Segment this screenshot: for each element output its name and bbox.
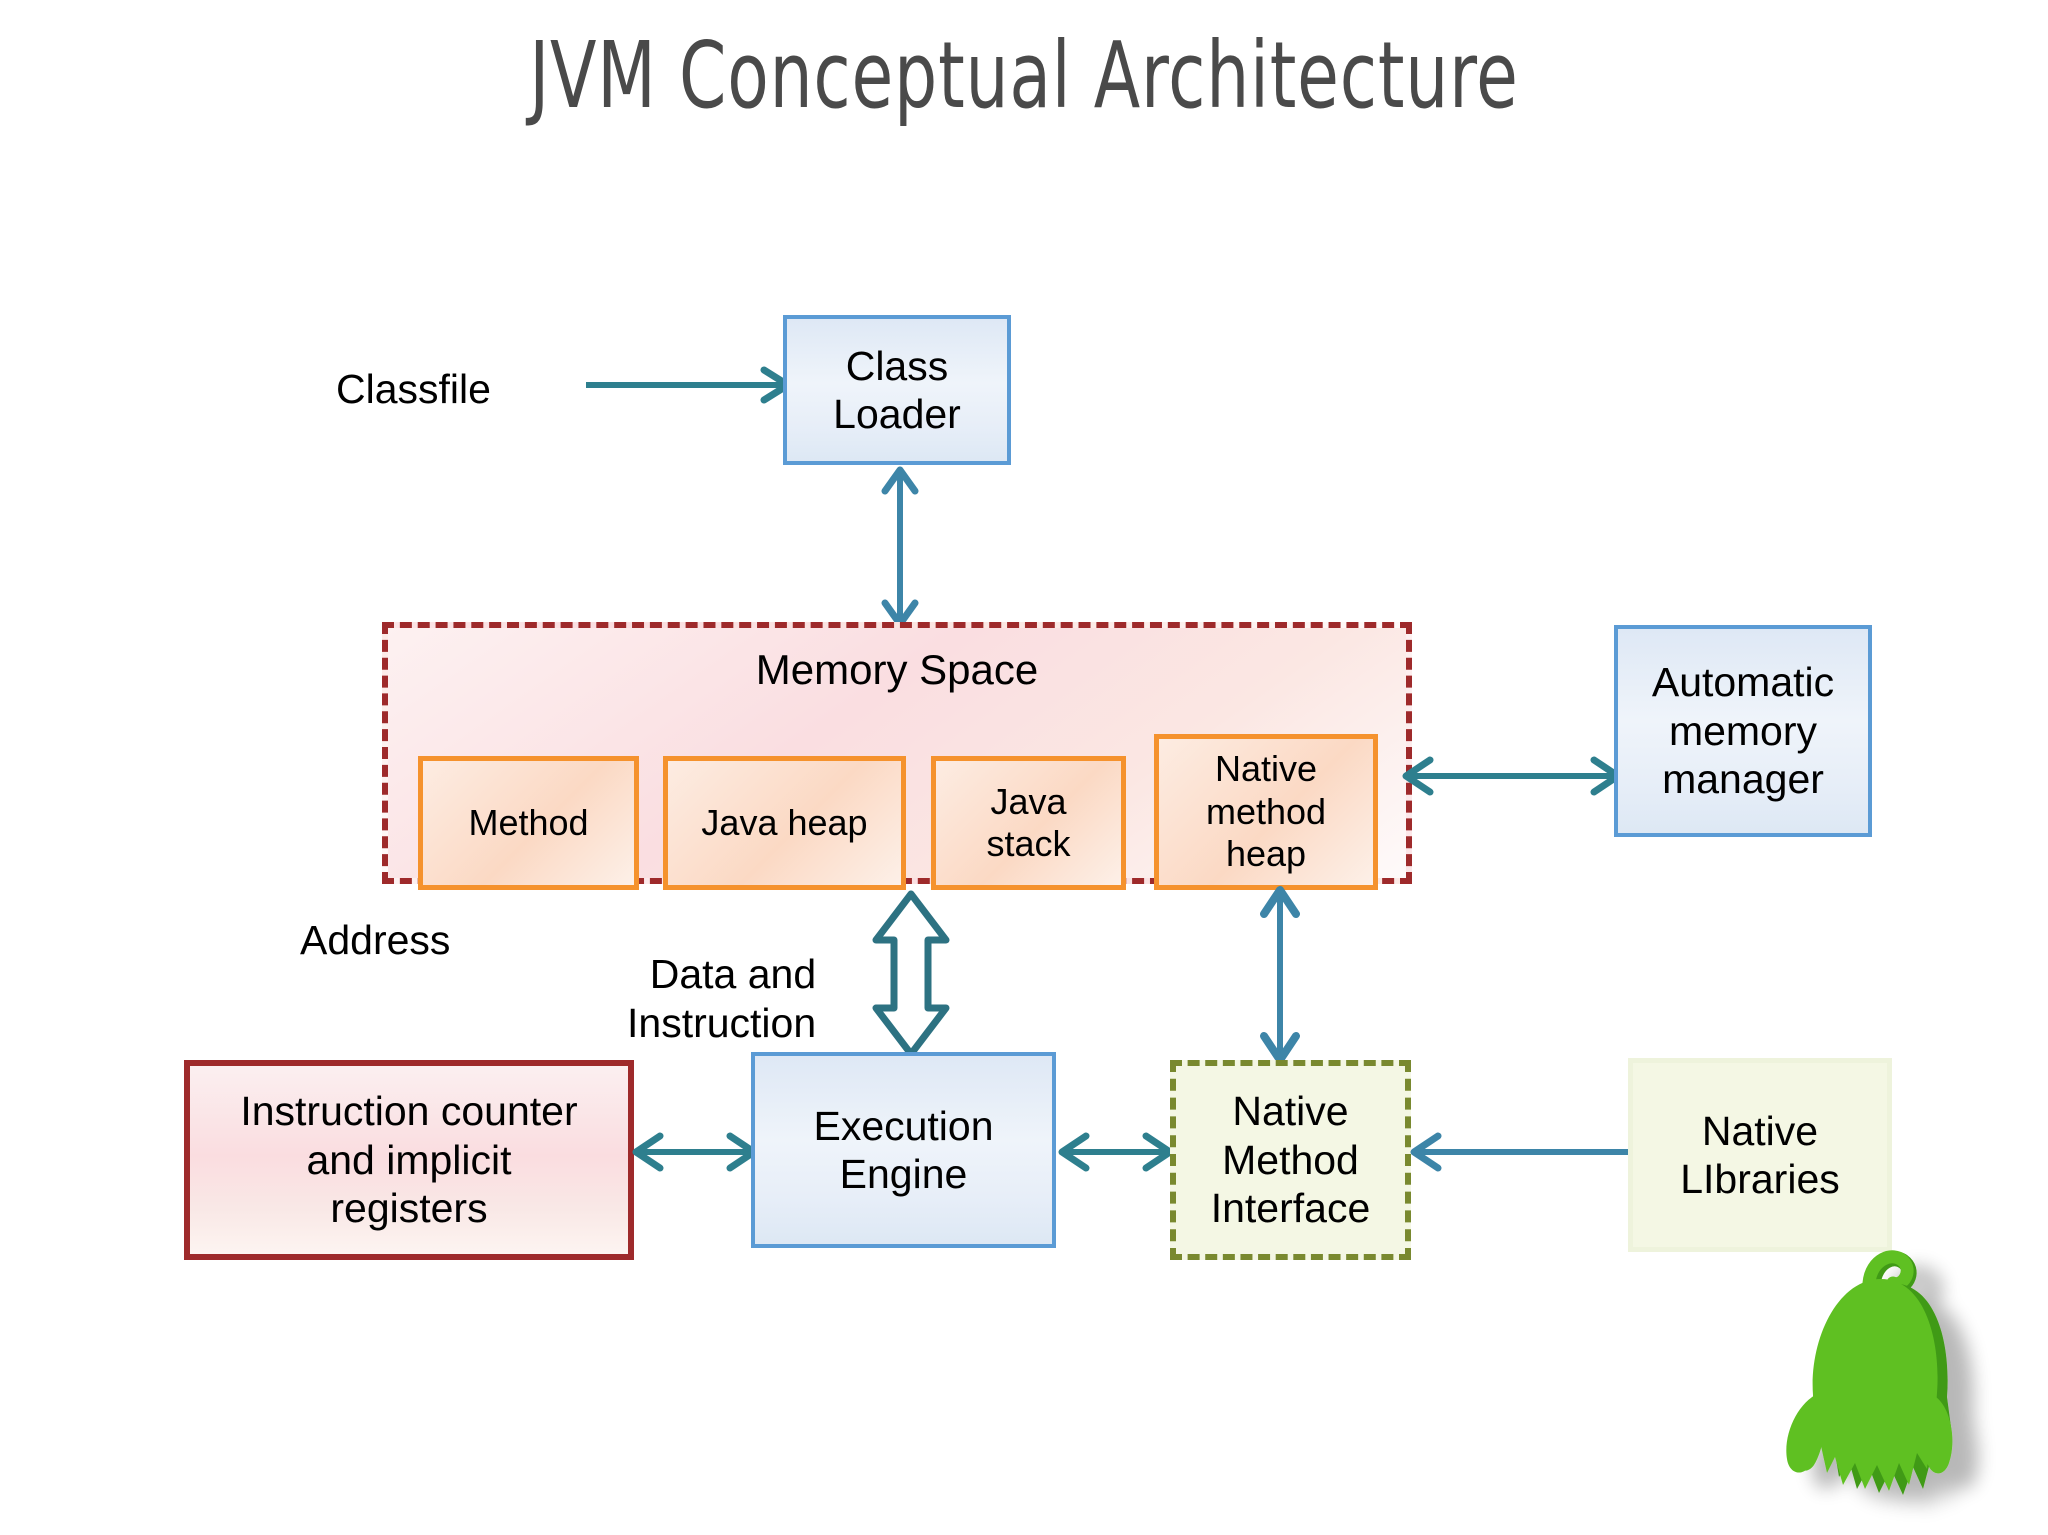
data-and-instruction-label: Data and Instruction xyxy=(627,951,817,1047)
native-libraries-label: Native LIbraries xyxy=(1680,1107,1840,1202)
address-label: Address xyxy=(300,917,451,963)
native-method-heap-box[interactable]: Native method heap xyxy=(1154,734,1378,890)
instruction-counter-label: Instruction counter and implicit registe… xyxy=(240,1088,578,1232)
automatic-memory-manager-label: Automatic memory manager xyxy=(1651,659,1835,803)
java-stack-box[interactable]: Java stack xyxy=(931,756,1126,890)
native-libraries-box[interactable]: Native LIbraries xyxy=(1628,1058,1892,1252)
arrow-engine-to-nmi xyxy=(1056,1132,1176,1172)
instruction-counter-box[interactable]: Instruction counter and implicit registe… xyxy=(184,1060,634,1260)
class-loader-label: Class Loader xyxy=(833,342,961,437)
java-stack-label: Java stack xyxy=(986,780,1071,864)
automatic-memory-manager-box[interactable]: Automatic memory manager xyxy=(1614,625,1872,837)
arrow-native-heap-to-nmi xyxy=(1258,886,1302,1064)
native-method-interface-label: Native Method Interface xyxy=(1210,1088,1371,1232)
classfile-label: Classfile xyxy=(336,366,491,412)
memory-space-region[interactable]: Memory Space Method Java heap Java stack… xyxy=(382,622,1412,890)
method-box[interactable]: Method xyxy=(418,756,639,890)
arrow-icounter-to-engine xyxy=(630,1132,760,1172)
native-method-heap-label: Native method heap xyxy=(1205,748,1327,875)
java-heap-box[interactable]: Java heap xyxy=(663,756,906,890)
execution-engine-box[interactable]: Execution Engine xyxy=(751,1052,1056,1248)
arrow-memory-to-amm xyxy=(1398,756,1626,796)
arrow-native-libraries-to-nmi xyxy=(1408,1132,1633,1172)
class-loader-box[interactable]: Class Loader xyxy=(783,315,1011,465)
java-heap-label: Java heap xyxy=(701,801,868,843)
native-method-interface-box[interactable]: Native Method Interface xyxy=(1170,1060,1411,1260)
arrow-classfile-to-class-loader xyxy=(586,366,800,404)
execution-engine-label: Execution Engine xyxy=(813,1102,994,1197)
page-title: JVM Conceptual Architecture xyxy=(529,22,1519,129)
duke-mascot-icon xyxy=(1745,1245,2045,1535)
memory-space-label: Memory Space xyxy=(755,646,1039,693)
method-label: Method xyxy=(468,801,589,843)
arrow-class-loader-memory xyxy=(878,466,922,628)
block-arrow-memory-execution xyxy=(872,890,950,1058)
